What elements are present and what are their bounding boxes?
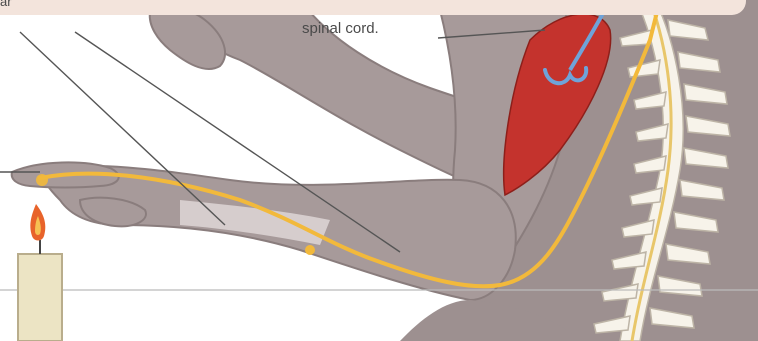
nerve-ending xyxy=(36,174,48,186)
candle xyxy=(18,254,62,341)
nerve-node xyxy=(305,245,315,255)
label-partial-top-left: ar xyxy=(0,0,12,9)
label-spinal-cord: spinal cord. xyxy=(302,20,379,37)
caption-banner xyxy=(0,0,746,15)
